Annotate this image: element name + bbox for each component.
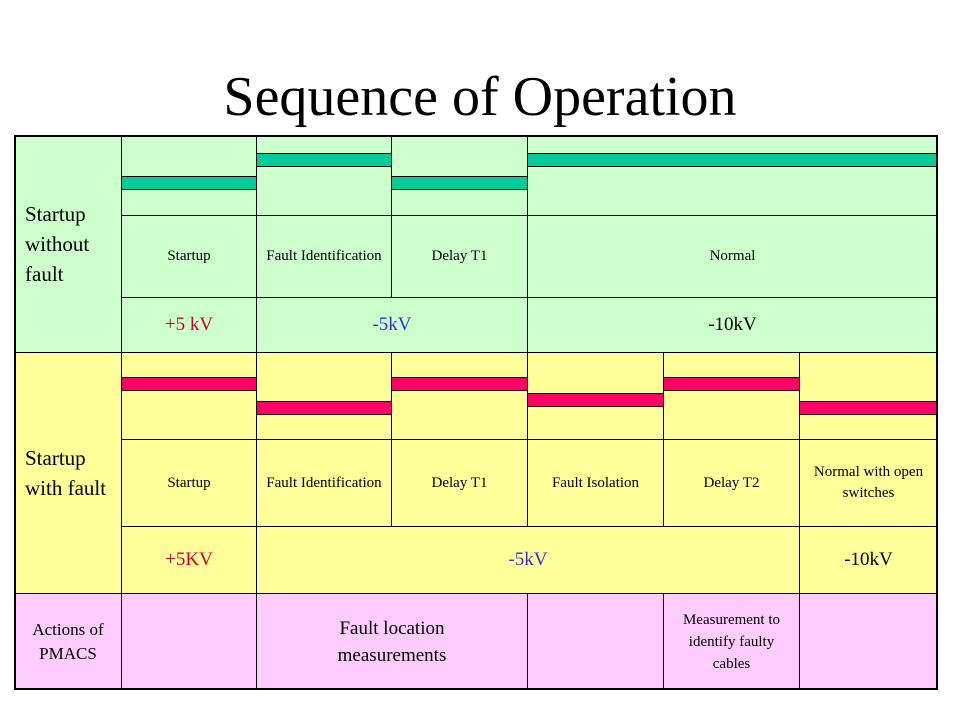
row-label-with-fault: Startup with fault xyxy=(14,352,122,594)
voltage-minus10: -10kV xyxy=(799,526,938,594)
row-label-actions-text: Actions of PMACS xyxy=(32,619,104,663)
timing-cell xyxy=(256,352,392,440)
row-label-without-fault: Startup without fault xyxy=(14,135,122,353)
phase-fault-identification: Fault Identification xyxy=(256,439,392,527)
timing-bar-high xyxy=(121,377,257,391)
phase-label: Delay T1 xyxy=(431,248,488,264)
voltage-minus5: -5kV xyxy=(256,526,800,594)
phase-label: Startup xyxy=(167,248,211,264)
actions-cell-empty xyxy=(799,593,938,690)
phase-delay-t1: Delay T1 xyxy=(391,215,528,298)
voltage-label: -5kV xyxy=(508,549,548,570)
timing-bar-high xyxy=(391,377,528,391)
voltage-label: -5kV xyxy=(372,314,412,335)
timing-cell xyxy=(256,135,392,216)
timing-cell xyxy=(527,135,938,216)
timing-bar-high xyxy=(256,153,392,167)
timing-bar-low xyxy=(391,176,528,190)
phase-label: Normal with open switches xyxy=(813,464,924,501)
row-label-with-fault-text: Startup with fault xyxy=(25,446,107,500)
voltage-label: -10kV xyxy=(708,314,757,335)
phase-fault-isolation: Fault Isolation xyxy=(527,439,664,527)
phase-delay-t2: Delay T2 xyxy=(663,439,800,527)
action-label: Fault location measurements xyxy=(337,617,447,666)
voltage-plus5: +5 kV xyxy=(121,297,257,353)
phase-label: Delay T2 xyxy=(703,474,760,491)
timing-bar-high xyxy=(527,153,938,167)
timing-cell xyxy=(391,135,528,216)
phase-label: Normal xyxy=(709,248,756,264)
phase-normal: Normal xyxy=(527,215,938,298)
timing-bar-low xyxy=(799,401,938,415)
row-label-actions: Actions of PMACS xyxy=(14,593,122,690)
voltage-minus10: -10kV xyxy=(527,297,938,353)
phase-normal-open-switches: Normal with open switches xyxy=(799,439,938,527)
voltage-plus5: +5KV xyxy=(121,526,257,594)
phase-label: Fault Identification xyxy=(266,474,382,491)
timing-bar-high xyxy=(663,377,800,391)
voltage-minus5: -5kV xyxy=(256,297,528,353)
timing-bar-low xyxy=(121,176,257,190)
phase-startup: Startup xyxy=(121,439,257,527)
actions-cell-empty xyxy=(527,593,664,690)
actions-cell-empty xyxy=(121,593,257,690)
timing-cell xyxy=(663,352,800,440)
action-label: Measurement to identify faulty cables xyxy=(682,611,781,672)
phase-delay-t1: Delay T1 xyxy=(391,439,528,527)
phase-label: Delay T1 xyxy=(431,474,488,491)
row-label-without-fault-text: Startup without fault xyxy=(25,202,90,286)
phase-label: Fault Identification xyxy=(266,248,382,264)
action-fault-location: Fault location measurements xyxy=(256,593,528,690)
voltage-label: +5 kV xyxy=(164,314,214,335)
voltage-label: +5KV xyxy=(165,549,213,570)
slide-title: Sequence of Operation xyxy=(223,66,737,128)
phase-fault-identification: Fault Identification xyxy=(256,215,392,298)
voltage-label: -10kV xyxy=(844,549,893,570)
phase-label: Startup xyxy=(167,474,211,491)
phase-startup: Startup xyxy=(121,215,257,298)
timing-cell xyxy=(799,352,938,440)
timing-bar-low xyxy=(527,393,664,407)
timing-cell xyxy=(391,352,528,440)
action-identify-faulty-cables: Measurement to identify faulty cables xyxy=(663,593,800,690)
timing-cell xyxy=(121,352,257,440)
phase-label: Fault Isolation xyxy=(551,474,640,491)
timing-bar-low xyxy=(256,401,392,415)
